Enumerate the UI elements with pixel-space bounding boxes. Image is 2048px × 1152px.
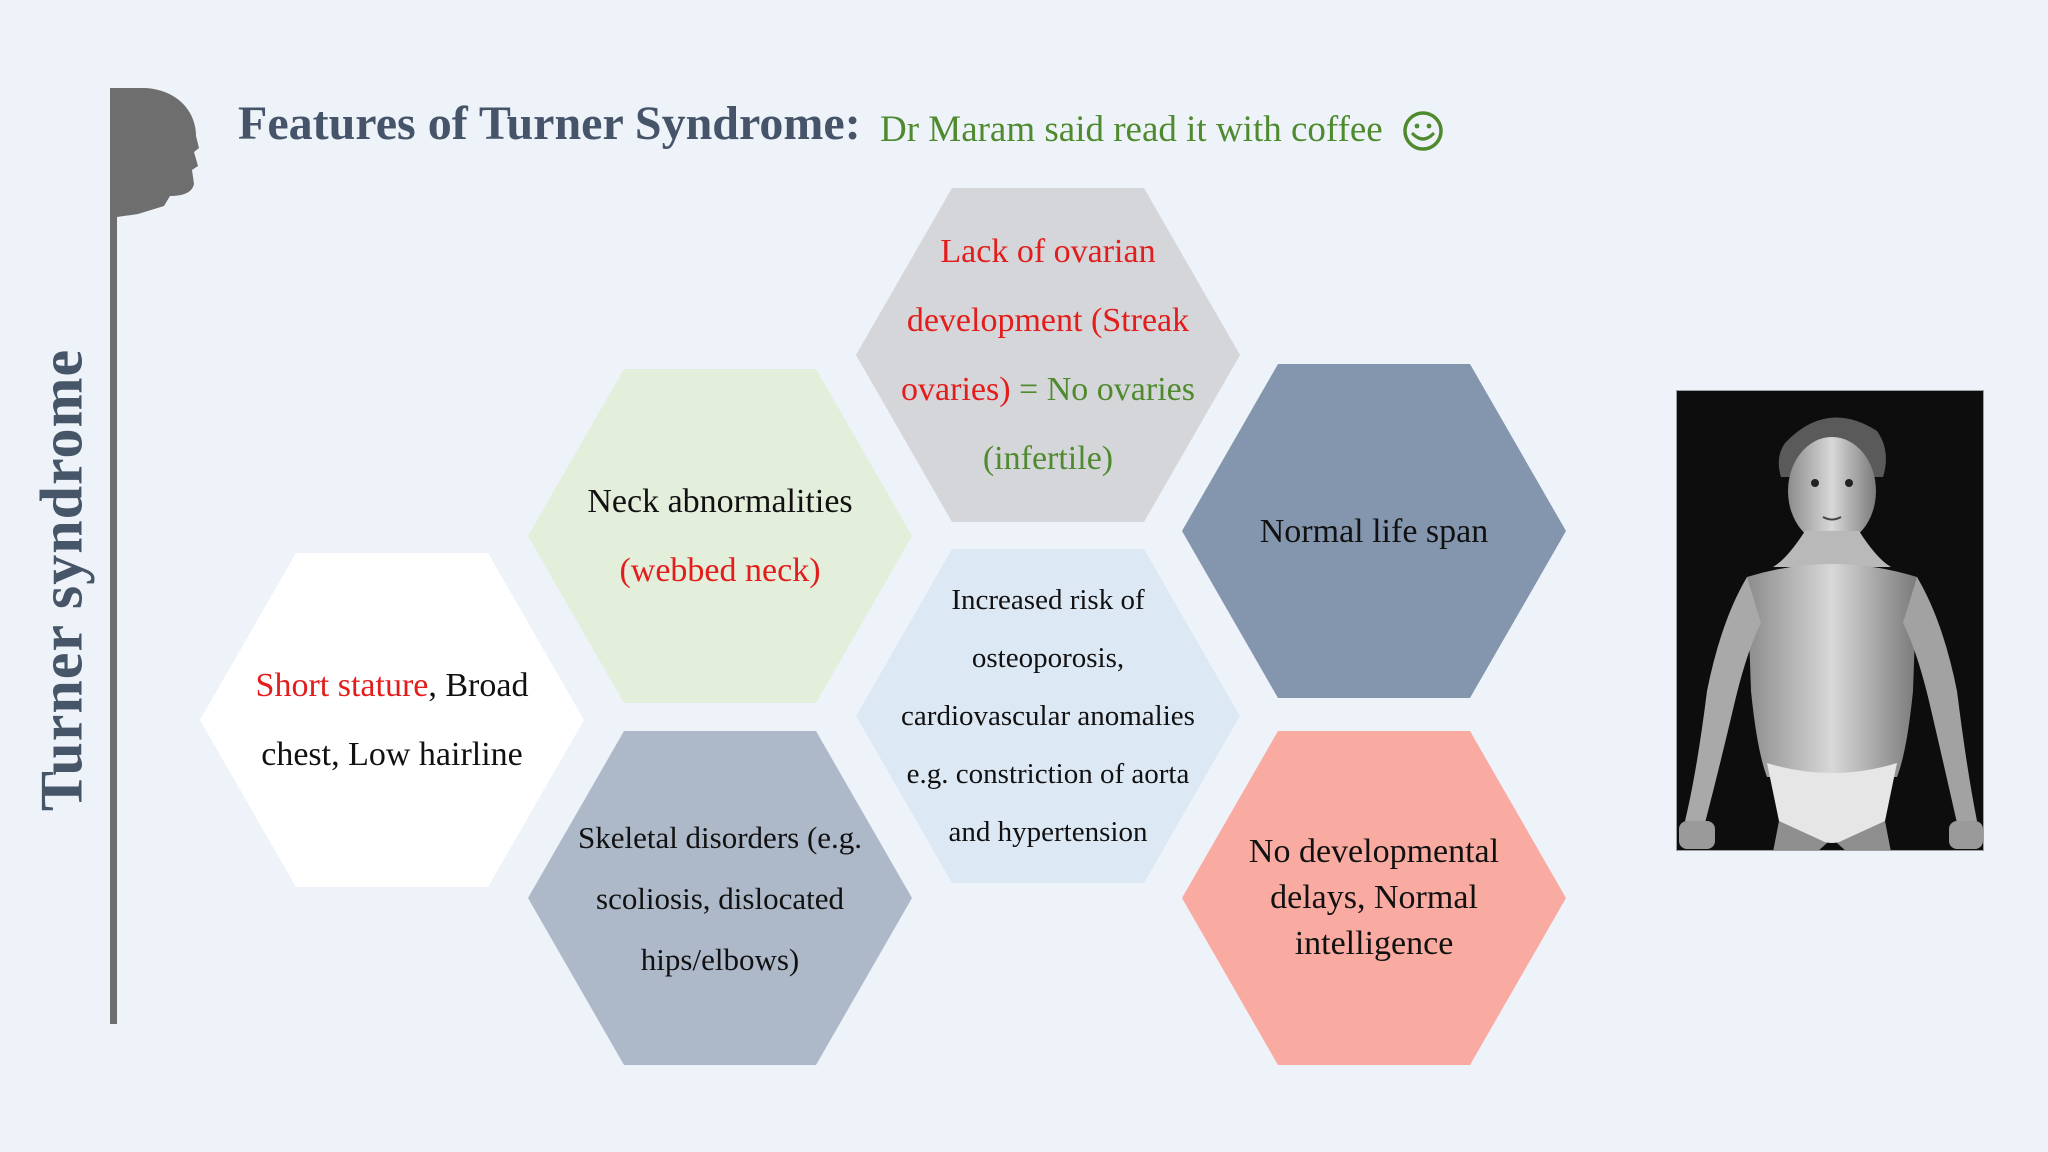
hexagon-short-stature: Short stature, Broad chest, Low hairline — [200, 553, 584, 887]
hexagon-text: Short stature, Broad chest, Low hairline — [255, 667, 529, 773]
head-silhouette-icon — [110, 88, 199, 218]
patient-figure-icon — [1677, 391, 1983, 850]
hexagon-text: Neck abnormalities(webbed neck) — [587, 483, 853, 589]
hexagon-text: Skeletal disorders (e.g. scoliosis, disl… — [577, 819, 863, 977]
hexagon-development: No developmental delays, Normal intellig… — [1182, 731, 1566, 1065]
hexagon-life-span: Normal life span — [1182, 364, 1566, 698]
hexagon-text: No developmental delays, Normal intellig… — [1248, 833, 1500, 962]
vertical-title: Turner syndrome — [28, 348, 95, 812]
hexagon-ovarian-development: Lack of ovarian development (Streak ovar… — [856, 188, 1240, 522]
hexagon-text: Increased risk of osteoporosis, cardiova… — [901, 584, 1195, 848]
hexagon-skeletal-disorders: Skeletal disorders (e.g. scoliosis, disl… — [528, 731, 912, 1065]
patient-photo — [1676, 390, 1984, 851]
side-bar — [110, 200, 117, 1024]
page-title: Features of Turner Syndrome: — [238, 97, 861, 150]
smiling-face-icon — [1403, 111, 1443, 151]
hexagon-text: Lack of ovarian development (Streak ovar… — [901, 233, 1195, 477]
hexagon-increased-risk: Increased risk of osteoporosis, cardiova… — [856, 549, 1240, 883]
hexagon-text: Normal life span — [1259, 512, 1489, 550]
hexagon-neck-abnormalities: Neck abnormalities(webbed neck) — [528, 369, 912, 703]
coffee-note: Dr Maram said read it with coffee — [880, 109, 1383, 150]
